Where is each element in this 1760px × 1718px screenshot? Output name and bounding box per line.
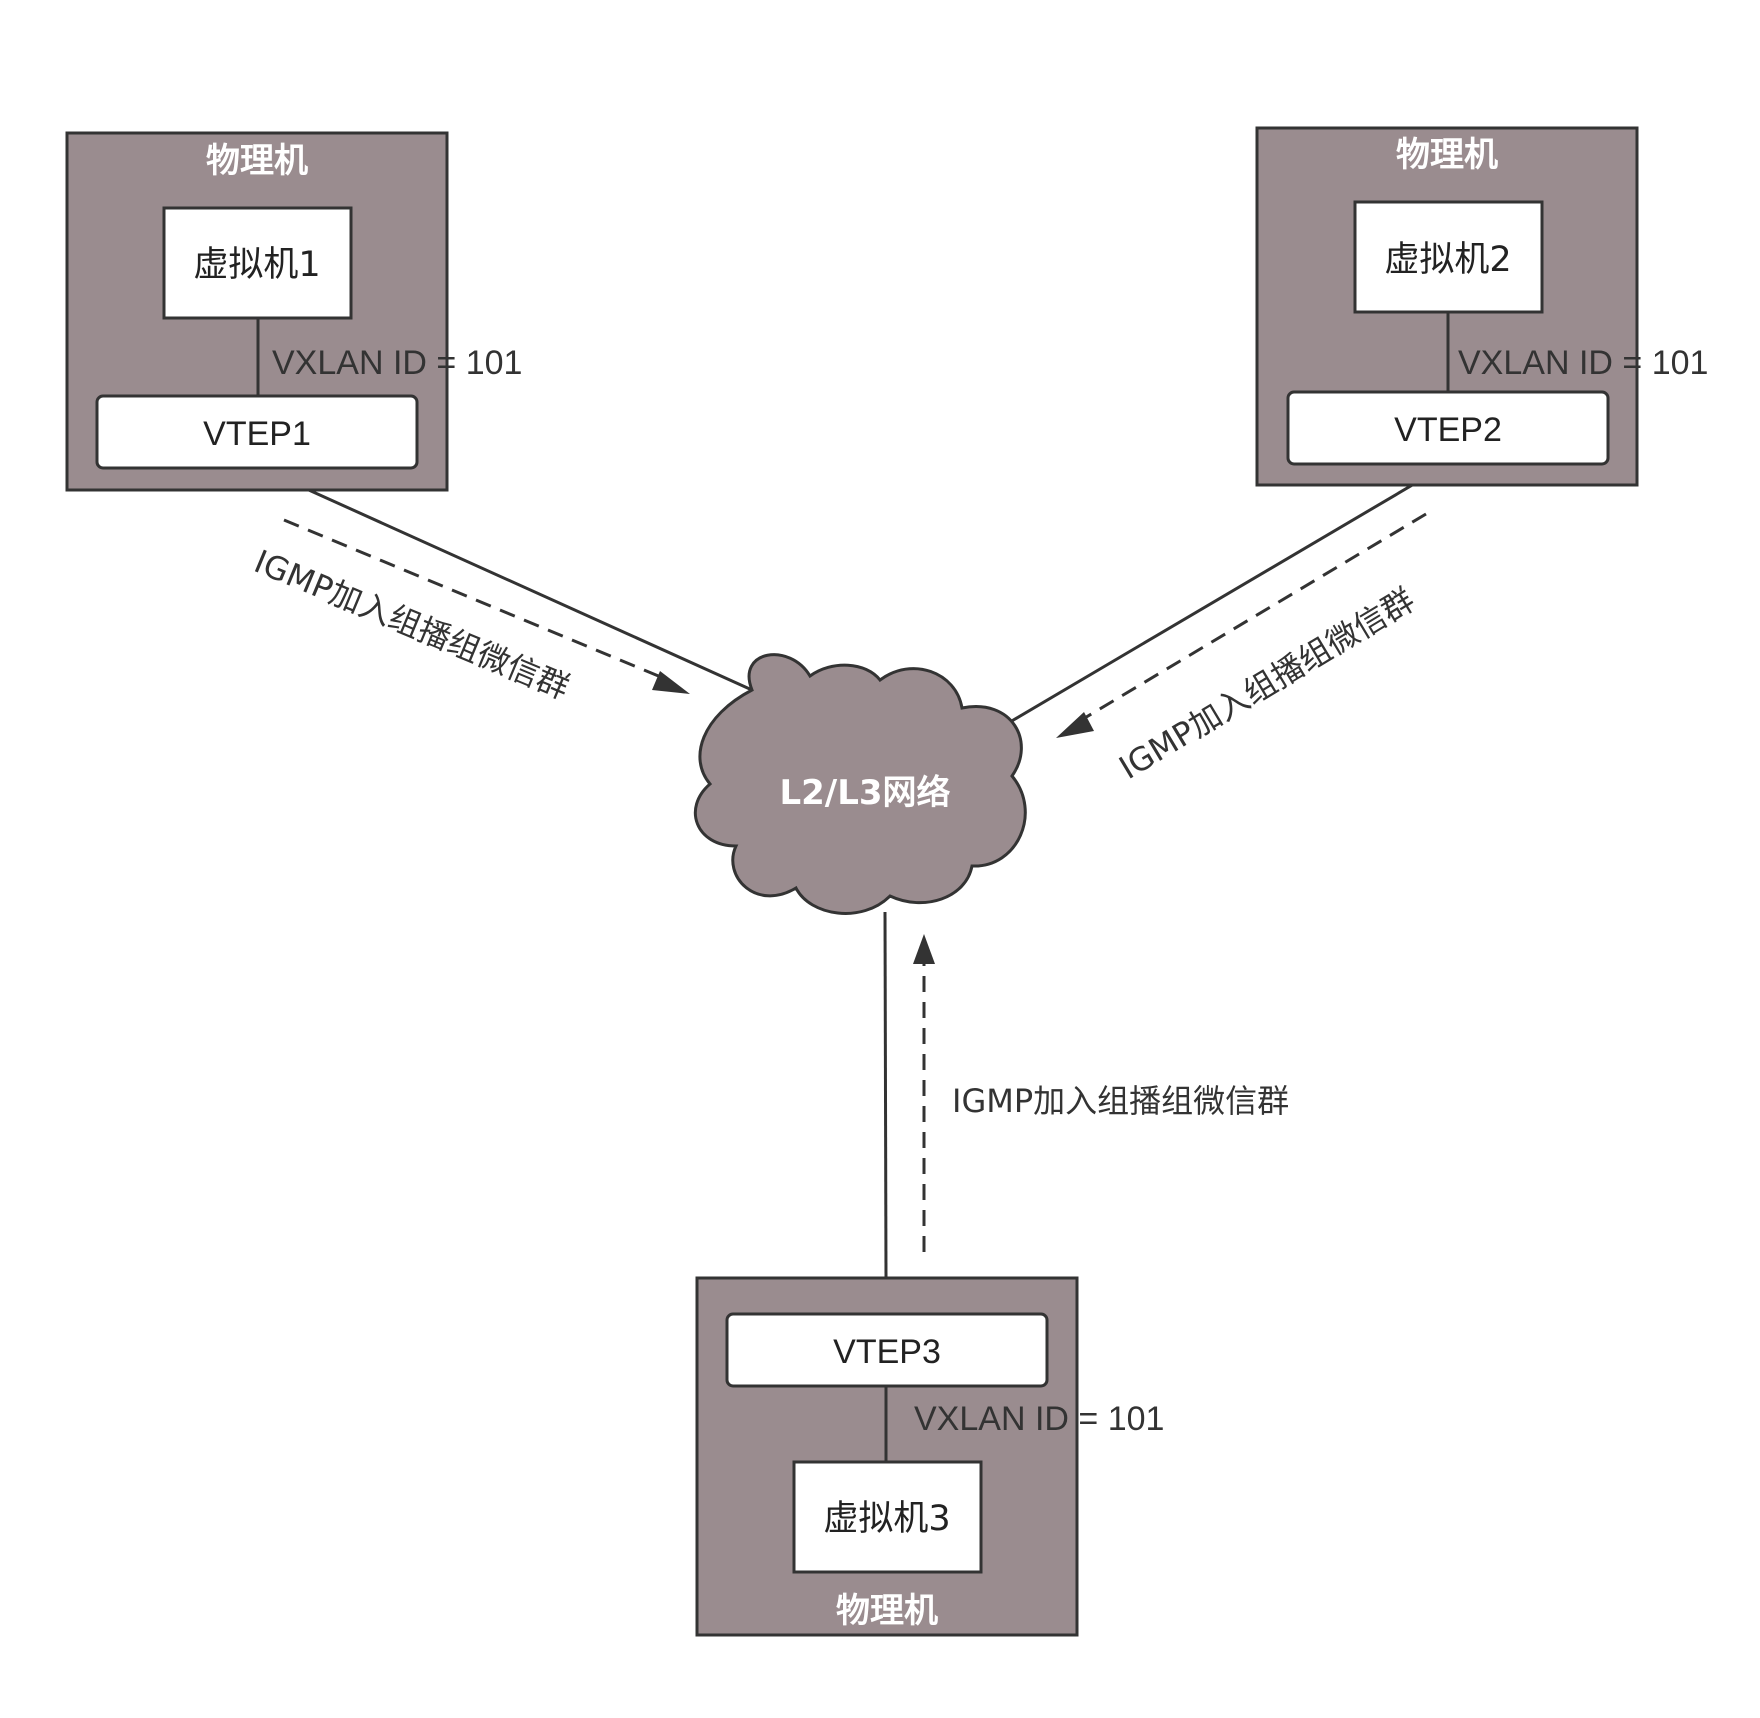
physical-host-1: 物理机 虚拟机1 VTEP1 <box>65 131 449 492</box>
vm-3-box <box>792 1460 983 1574</box>
vm-3-label: 虚拟机3 <box>823 1499 950 1539</box>
vtep-3-box <box>725 1312 1049 1388</box>
link-vtep1-network <box>259 466 753 692</box>
vtep-3-label: VTEP3 <box>833 1333 941 1371</box>
igmp-arrow-bottom <box>913 934 935 1252</box>
igmp-label-right: IGMP加入组播组微信群 <box>1113 581 1422 787</box>
vtep-1-box <box>95 394 419 470</box>
host-3-title: 物理机 <box>836 1591 938 1631</box>
host-1-title: 物理机 <box>206 141 308 181</box>
physical-host-3: VTEP3 虚拟机3 物理机 <box>695 1276 1079 1637</box>
igmp-label-bottom: IGMP加入组播组微信群 <box>952 1082 1289 1120</box>
link-vtep3-network <box>883 911 888 1279</box>
vxlan-id-label-1: VXLAN ID = 101 <box>272 344 522 382</box>
vm-2-box <box>1353 200 1544 314</box>
link-vtep2-network <box>1009 462 1449 724</box>
vxlan-id-label-3: VXLAN ID = 101 <box>914 1400 1164 1438</box>
vm-1-box <box>162 206 353 320</box>
network-label: L2/L3网络 <box>779 773 950 813</box>
igmp-label-left: IGMP加入组播组微信群 <box>249 542 575 707</box>
igmp-arrow-right <box>1056 512 1427 738</box>
physical-host-2: 物理机 虚拟机2 VTEP2 <box>1255 126 1639 487</box>
vtep-2-box <box>1286 390 1610 466</box>
network-cloud: L2/L3网络 <box>693 653 1027 915</box>
host-2-title: 物理机 <box>1396 135 1498 175</box>
vtep-2-label: VTEP2 <box>1394 411 1502 449</box>
vm-2-label: 虚拟机2 <box>1384 240 1511 280</box>
vxlan-id-label-2: VXLAN ID = 101 <box>1458 344 1708 382</box>
vm-1-label: 虚拟机1 <box>193 245 320 285</box>
vtep-1-label: VTEP1 <box>203 415 311 453</box>
igmp-arrow-left <box>283 518 690 694</box>
